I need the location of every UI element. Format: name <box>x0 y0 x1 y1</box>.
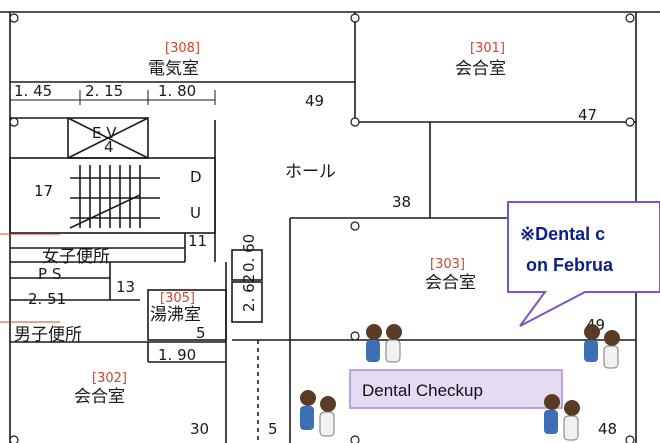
dim-0-60: 0. 60 <box>240 234 258 272</box>
dim-2-62: 2. 62 <box>240 274 258 312</box>
room-301-id: [301] <box>470 41 505 56</box>
room-302-id: [302] <box>92 371 127 386</box>
women-wc-name: 女子便所 <box>42 247 110 267</box>
room-302-number: 30 <box>190 420 209 438</box>
stairs-up: U <box>190 204 201 222</box>
room-301-number: 47 <box>578 106 597 124</box>
hall-name: ホール <box>285 162 336 182</box>
announcement-callout: ※Dental c on Februa <box>507 201 660 327</box>
hall-number: 38 <box>392 193 411 211</box>
column-markers <box>9 13 635 443</box>
room-303-id: [303] <box>430 257 465 272</box>
doctor-patient-illustration-4 <box>544 394 580 441</box>
walls <box>0 11 660 443</box>
room-308-number: 49 <box>305 92 324 110</box>
doctor-patient-illustration-2 <box>584 324 620 369</box>
ps-name: P S <box>38 265 61 283</box>
bottom-number-48: 48 <box>598 420 617 438</box>
dim-2-51: 2. 51 <box>28 290 66 308</box>
ev-number: 4 <box>104 138 114 156</box>
room-308-id: [308] <box>165 41 200 56</box>
callout-line-2: on Februa <box>526 255 614 275</box>
dim-1-90: 1. 90 <box>158 346 196 364</box>
room-302-name: 会合室 <box>74 387 125 407</box>
doctor-patient-illustration-3 <box>300 390 336 437</box>
room-305-name: 湯沸室 <box>150 305 201 325</box>
stairs-number: 17 <box>34 182 53 200</box>
room-305-id: [305] <box>160 291 195 306</box>
doctor-patient-illustration-1 <box>366 324 402 363</box>
dim-2-15: 2. 15 <box>85 82 123 100</box>
room-305-number: 5 <box>196 324 206 342</box>
room-301-name: 会合室 <box>455 59 506 79</box>
callout-line-1: ※Dental c <box>520 224 605 244</box>
men-wc-name: 男子便所 <box>14 325 82 345</box>
dim-1-80: 1. 80 <box>158 82 196 100</box>
stairs-down: D <box>190 168 202 186</box>
women-wc-number: 11 <box>188 232 207 250</box>
dental-checkup-text: Dental Checkup <box>362 381 483 400</box>
room-303-name: 会合室 <box>425 273 476 293</box>
bottom-number-5: 5 <box>268 420 278 438</box>
ps-number: 13 <box>116 278 135 296</box>
ev-label: E V <box>92 124 117 142</box>
dental-checkup-label: Dental Checkup <box>349 369 563 409</box>
room-308-name: 電気室 <box>148 59 199 79</box>
dim-1-45: 1. 45 <box>14 82 52 100</box>
